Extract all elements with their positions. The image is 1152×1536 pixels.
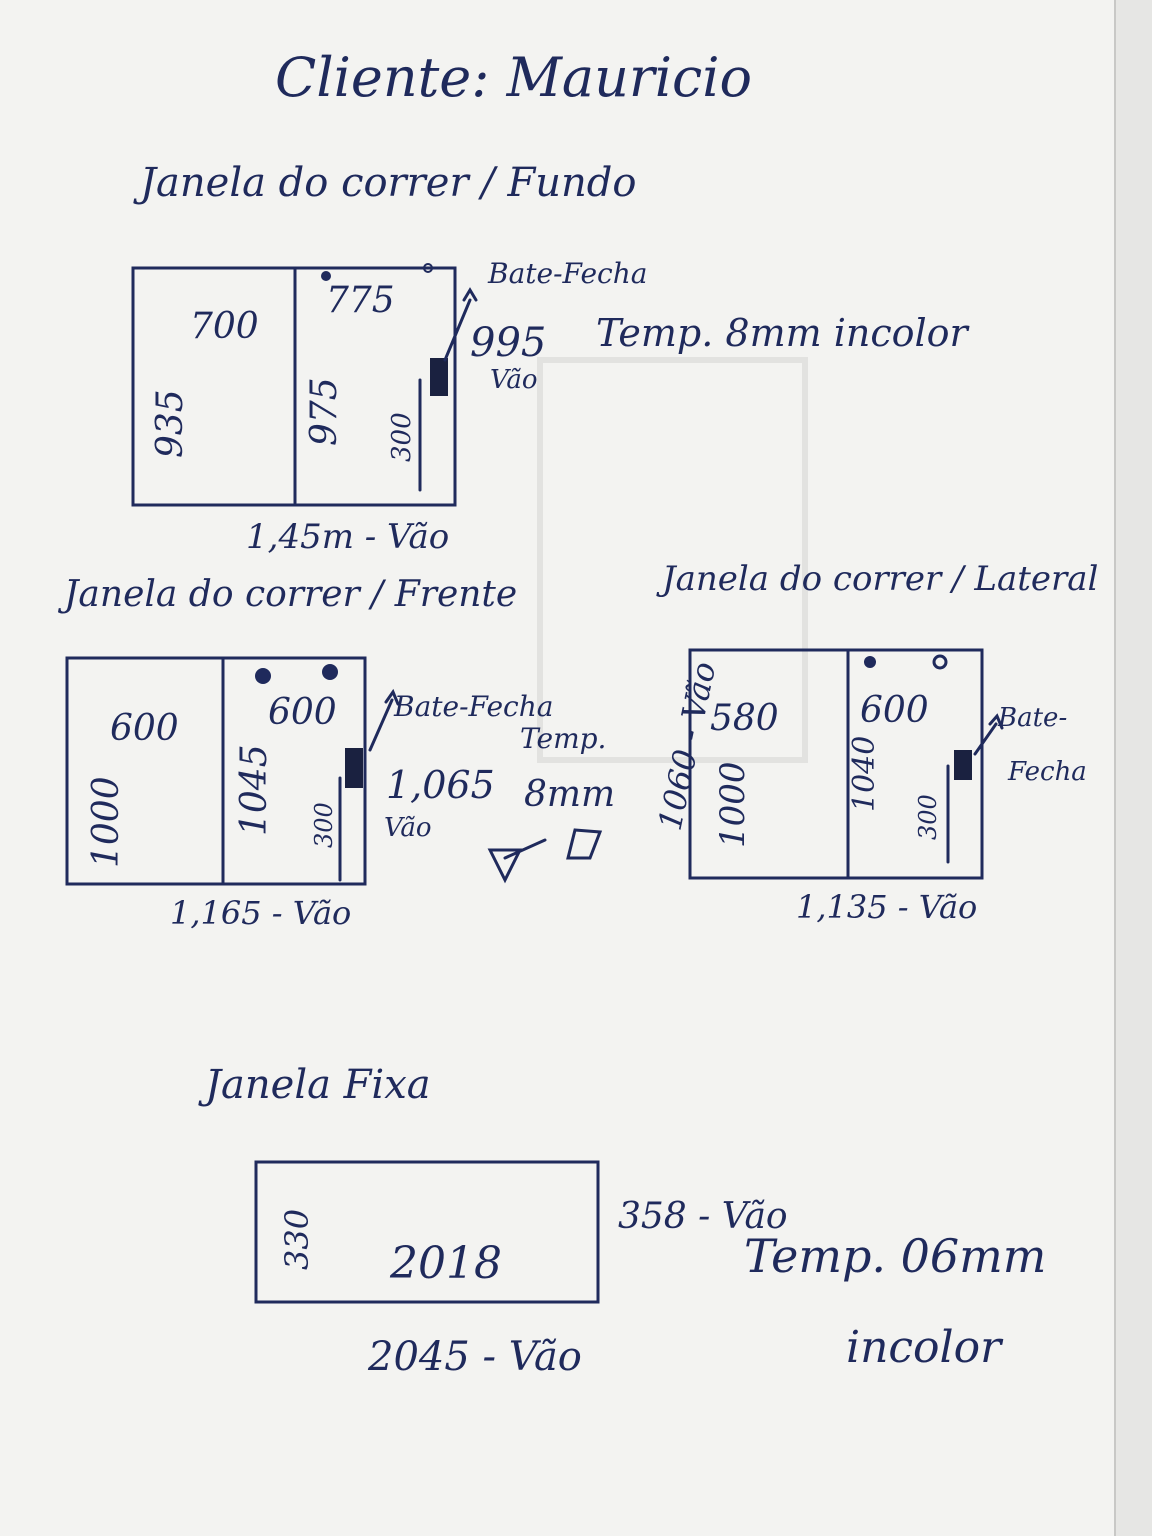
window-1-opening-height: 995 xyxy=(470,320,546,366)
window-1-latch-height: 300 xyxy=(387,412,417,462)
window-2-right-height: 1045 xyxy=(234,744,275,836)
window-2-opening-height: 1,065 xyxy=(386,763,495,807)
window-3-title: Janela do correr / Lateral xyxy=(656,559,1098,599)
window-3-drawing xyxy=(688,648,1004,880)
window-2-title: Janela do correr / Frente xyxy=(57,574,517,615)
window-3-left-height: 1000 xyxy=(713,761,753,848)
window-3-right-width: 600 xyxy=(860,690,929,731)
paper-sheet xyxy=(0,0,1115,1536)
window-1-opening-height-note: Vão xyxy=(490,365,538,395)
window-2-drawing xyxy=(65,656,603,886)
window-1-drawing xyxy=(131,263,478,507)
window-3-latch-icon xyxy=(954,750,972,780)
window-2-opening-height-note: Vão xyxy=(384,813,432,843)
window-2-left-height: 1000 xyxy=(86,776,127,868)
window-3-left-width: 580 xyxy=(710,698,779,739)
window-1-left-height: 935 xyxy=(150,389,191,458)
window-2-glass-note-2: 8mm xyxy=(524,774,615,815)
window-2-left-width: 600 xyxy=(110,708,179,749)
window-2-latch-label: Bate-Fecha xyxy=(393,690,553,723)
window-3-latch-label-1: Bate- xyxy=(997,703,1067,733)
window-4-opening-height: 358 - Vão xyxy=(618,1196,788,1237)
window-1-latch-label: Bate-Fecha xyxy=(487,257,647,290)
window-2-latch-icon xyxy=(345,748,363,788)
window-1-opening-width: 1,45m - Vão xyxy=(246,517,449,557)
window-4-glass-note-2: incolor xyxy=(846,1322,1004,1373)
window-3-opening-width: 1,135 - Vão xyxy=(796,888,977,926)
window-1-right-width: 775 xyxy=(326,280,395,321)
window-4-opening-width: 2045 - Vão xyxy=(367,1334,582,1380)
window-1-left-width: 700 xyxy=(190,306,259,347)
window-2-glass-note-1: Temp. xyxy=(520,722,606,755)
window-1-glass-note: Temp. 8mm incolor xyxy=(596,311,971,355)
window-3-latch-label-2: Fecha xyxy=(1007,757,1087,787)
client-title: Cliente: Mauricio xyxy=(275,46,752,109)
window-2-latch-height: 300 xyxy=(310,802,338,848)
window-4-width: 2018 xyxy=(389,1238,502,1289)
window-2-opening-width: 1,165 - Vão xyxy=(170,894,351,932)
window-1-right-height: 975 xyxy=(304,377,345,446)
window-4-height: 330 xyxy=(278,1209,316,1270)
window-3-right-height: 1040 xyxy=(847,736,882,812)
window-3-latch-height: 300 xyxy=(914,794,942,840)
window-1-latch-icon xyxy=(430,358,448,396)
window-4-drawing xyxy=(254,1160,600,1304)
window-4-glass-note-1: Temp. 06mm xyxy=(744,1229,1046,1283)
window-4-title: Janela Fixa xyxy=(198,1062,431,1108)
window-2-right-width: 600 xyxy=(268,692,337,733)
window-1-title: Janela do correr / Fundo xyxy=(133,160,636,206)
